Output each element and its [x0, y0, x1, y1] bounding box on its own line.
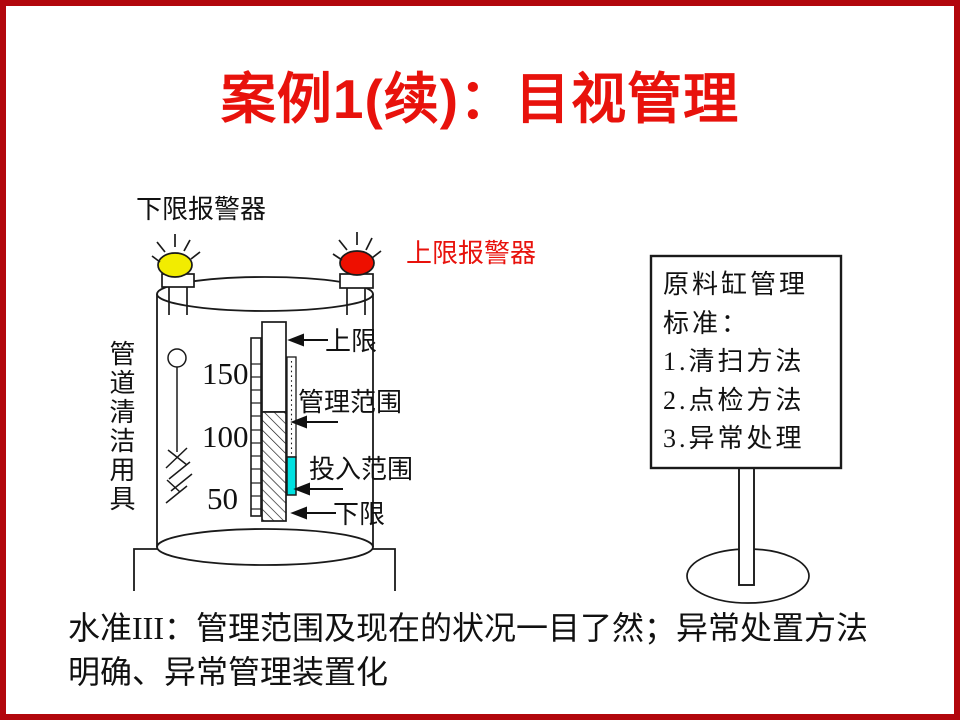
scale-tick-100: 100	[202, 419, 249, 454]
sign-pole	[738, 466, 755, 586]
hatched-level-column	[261, 411, 287, 522]
pointer-arrows	[287, 333, 343, 520]
scale-tick-150: 150	[202, 356, 249, 391]
input-range-arrow	[293, 482, 343, 496]
sign-line-2: 标准：	[663, 308, 751, 338]
lower-limit-label: 下限	[333, 500, 385, 529]
tool-hook-ring	[167, 348, 187, 368]
sign-line-3: 1.清扫方法	[663, 347, 805, 376]
tool-brush	[165, 447, 193, 504]
diagram-canvas: 下限报警器 上限报警器 150 100 50 上限 管理范围 投入范围 下限	[133, 195, 843, 604]
lower-limit-arrow	[290, 506, 336, 520]
tank-group	[133, 276, 396, 591]
sign-line-5: 3.异常处理	[663, 424, 805, 453]
sign-board	[649, 254, 843, 470]
upper-limit-label: 上限	[325, 327, 377, 356]
upper-alarm-label: 上限报警器	[406, 239, 536, 268]
level-scale	[250, 321, 297, 522]
scale-tick-50: 50	[207, 481, 238, 516]
scale-ruler-ticks	[251, 363, 261, 510]
tank-bottom-ellipse	[156, 528, 374, 566]
sign-line-1: 原料缸管理	[663, 270, 809, 299]
sign-board-text: 原料缸管理 标准： 1.清扫方法 2.点检方法 3.异常处理	[663, 266, 838, 459]
sign-board-group	[649, 254, 843, 604]
pipe-cleaning-tool	[165, 348, 193, 504]
upper-alarm-lamp	[332, 232, 382, 315]
input-range-label: 投入范围	[309, 455, 413, 484]
yellow-lamp-bulb	[157, 252, 193, 278]
input-range-segment	[286, 456, 297, 496]
caption-line-2: 明确、异常管理装置化	[68, 654, 389, 690]
lamp-base	[339, 273, 374, 289]
upper-range-column	[261, 321, 287, 413]
lamp-rays	[151, 234, 201, 263]
scale-ruler	[250, 337, 262, 517]
slide-title: 案例1(续)：目视管理	[220, 68, 740, 130]
red-lamp-bulb	[339, 250, 375, 276]
sign-line-4: 2.点检方法	[663, 385, 805, 415]
pipe-tool-label: 管道清洁用具	[106, 340, 135, 514]
lamp-rays	[332, 232, 382, 261]
tank-stand	[133, 548, 396, 591]
caption-line-1: 水准III：管理范围及现在的状况一目了然；异常处置方法	[68, 610, 868, 646]
management-range-label: 管理范围	[298, 388, 402, 417]
bottom-caption: 水准III：管理范围及现在的状况一目了然；异常处置方法 明确、异常管理装置化	[68, 606, 918, 694]
tank-top-ellipse	[156, 276, 374, 312]
lower-alarm-label: 下限报警器	[136, 195, 266, 224]
management-range-arrow	[290, 415, 338, 429]
upper-limit-arrow	[287, 333, 328, 347]
lower-alarm-lamp	[151, 234, 201, 315]
